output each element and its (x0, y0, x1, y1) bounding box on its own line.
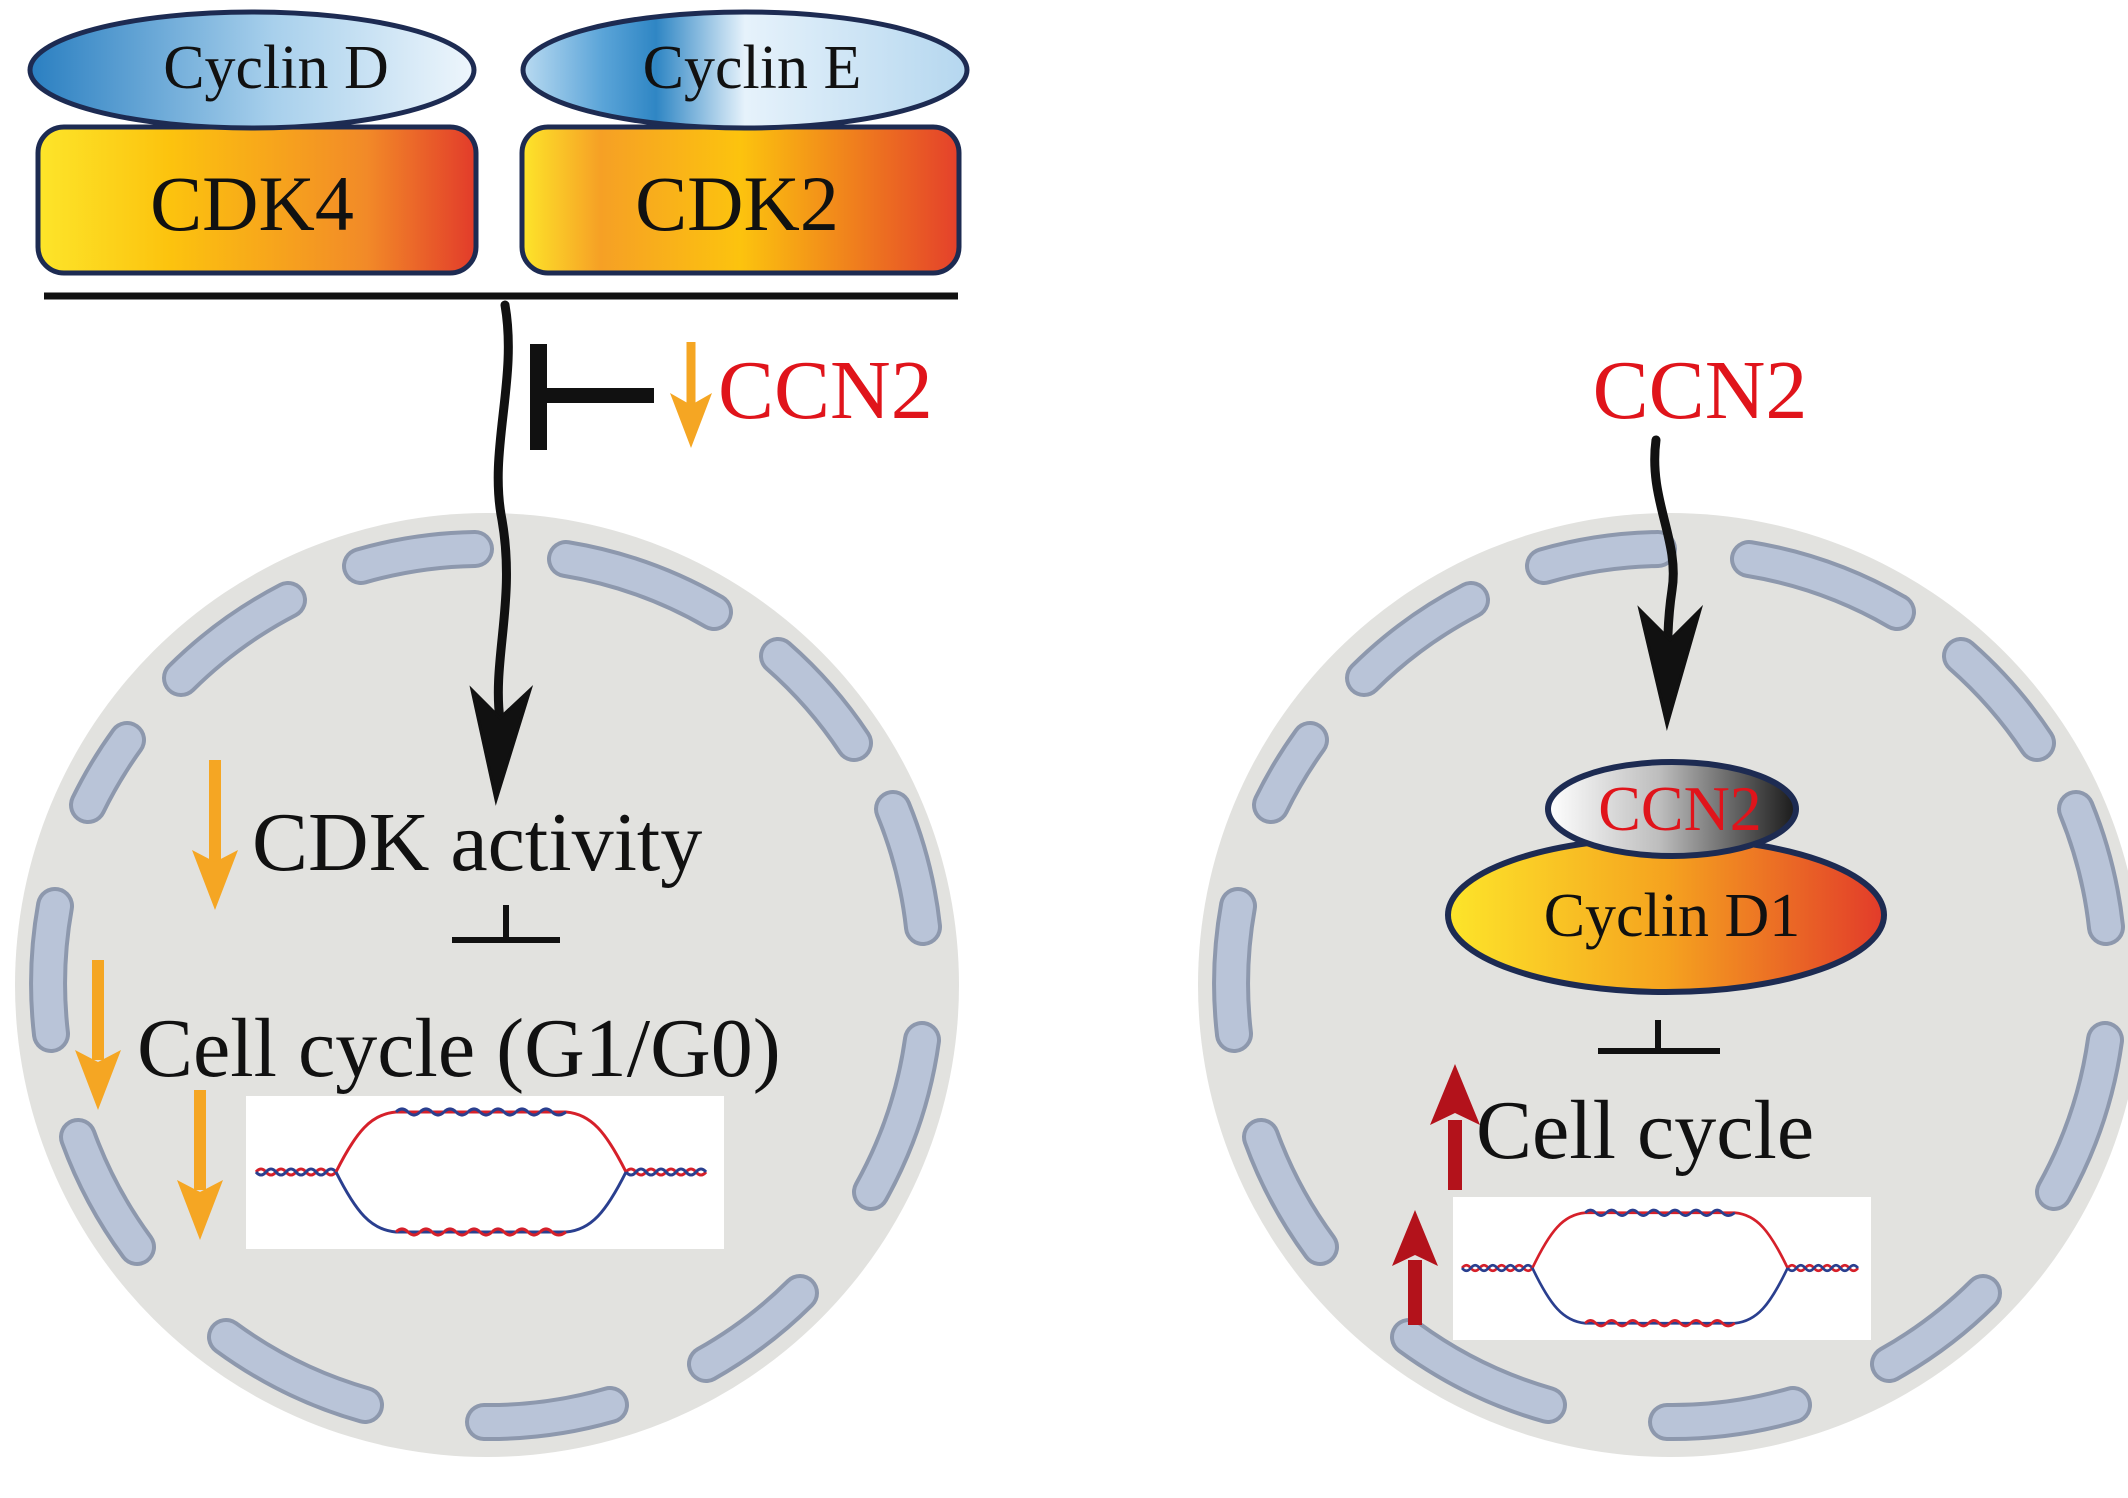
right-nuclear-envelope (1212, 530, 2125, 1442)
right-replication-bubble (1453, 1197, 1871, 1340)
ccn2-down-arrow (670, 342, 712, 448)
right-panel: CCN2 CCN2 Cyclin D1 Cell cycle (1198, 344, 2128, 1457)
cyclin-d-label: Cyclin D (163, 34, 389, 102)
ccn2-ellipse (1545, 759, 1799, 859)
cyclin-d-ellipse (27, 9, 477, 131)
cdk-activity-row: CDK activity (192, 760, 702, 910)
left-replication-bubble (246, 1096, 724, 1249)
left-nucleus (15, 513, 959, 1457)
cell-cycle-down-arrow (75, 960, 121, 1110)
replication-down-arrow (177, 1090, 223, 1240)
cyclin-d-cdk4-complex: Cyclin D CDK4 (27, 9, 479, 276)
cyclin-e-label: Cyclin E (643, 34, 862, 102)
cyclin-e-cdk2-complex: Cyclin E CDK2 (519, 9, 970, 276)
replication-up-arrow (1392, 1210, 1438, 1325)
ccn2-input-label: CCN2 (1593, 344, 1808, 437)
cdk2-label: CDK2 (635, 160, 839, 247)
left-nucleus-body (15, 513, 959, 1457)
ccn2-complex-label: CCN2 (1598, 773, 1762, 844)
cell-cycle-g1-row: Cell cycle (G1/G0) (75, 960, 781, 1110)
cyclin-d1-label: Cyclin D1 (1544, 882, 1801, 950)
ccn2-inhibition: CCN2 (530, 342, 933, 450)
cell-cycle-label: Cell cycle (1476, 1084, 1814, 1177)
left-signal-arrow (469, 300, 534, 806)
ccn2-inhibitor-label: CCN2 (718, 344, 933, 437)
left-panel: Cyclin D CDK4 Cyclin E CDK2 (15, 9, 970, 1457)
left-nuclear-envelope (29, 530, 942, 1442)
cell-cycle-up-row: Cell cycle (1430, 1064, 1814, 1190)
cell-cycle-g1-label: Cell cycle (G1/G0) (137, 1002, 781, 1095)
right-inhibition-t (1598, 1020, 1720, 1054)
cdk-activity-label: CDK activity (252, 796, 702, 889)
cyclin-e-ellipse (520, 9, 970, 131)
cdk4-label: CDK4 (150, 160, 354, 247)
left-inhibition-t (452, 905, 560, 943)
cdk-activity-down-arrow (192, 760, 238, 910)
cell-cycle-up-arrow (1430, 1064, 1480, 1190)
ccn2-cyclin-d1-complex: CCN2 Cyclin D1 (1445, 759, 1887, 995)
right-signal-arrow (1637, 435, 1704, 731)
inhibition-bar-horizontal (530, 388, 654, 403)
